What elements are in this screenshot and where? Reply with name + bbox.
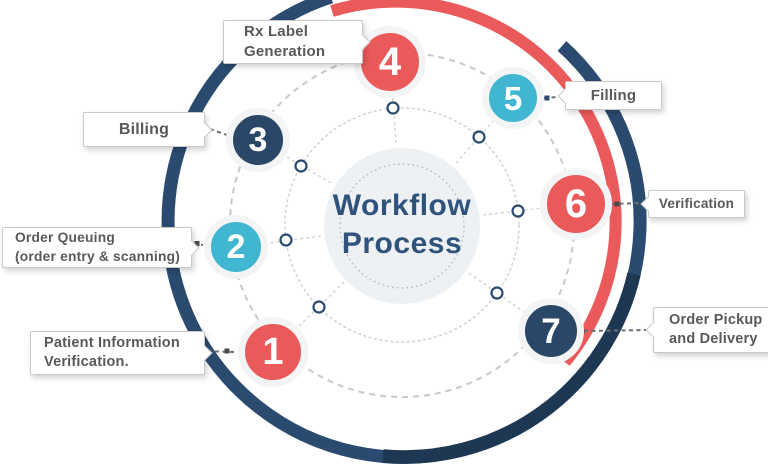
orbit-dot (386, 101, 400, 115)
label-line: and Delivery (669, 331, 758, 347)
connector-line (209, 128, 228, 136)
label-line: Patient Information (44, 334, 180, 351)
connector-line (583, 329, 647, 332)
title-line-1: Workflow (332, 189, 472, 222)
label-line: Order Queuing (15, 230, 115, 246)
orbit-dot (312, 300, 326, 314)
step-circle-2: 2 (204, 215, 268, 279)
orbit-dot (279, 233, 293, 247)
label-line: Generation (244, 43, 326, 60)
label-order-queuing: Order Queuing (order entry & scanning) (2, 227, 200, 268)
diagram-title: Workflow Process (302, 187, 502, 264)
connector-line (199, 350, 237, 353)
center-disc (324, 148, 480, 304)
label-rx-label-generation: Rx Label Generation (223, 20, 371, 64)
step-circle-6: 6 (540, 168, 612, 240)
orbit-dots (279, 101, 525, 314)
middle-dashed-orbit (284, 107, 520, 343)
step-number: 5 (503, 79, 523, 117)
label-line: Billing (118, 120, 170, 138)
label-line: Rx Label (244, 23, 309, 41)
label-line: Filling (590, 86, 637, 104)
step-number: 3 (248, 121, 268, 159)
label-line: Verification (658, 196, 735, 212)
orbit-dot (472, 130, 486, 144)
label-order-pickup-delivery: Order Pickup and Delivery (645, 307, 768, 353)
label-patient-information-verification: Patient Information Verification. (30, 331, 213, 375)
orbit-dot (294, 159, 308, 173)
connector-line (611, 202, 642, 205)
inner-dotted-circle (339, 163, 465, 289)
label-billing: Billing (83, 112, 213, 147)
step-circle-1: 1 (238, 317, 308, 387)
label-line: (order entry & scanning) (15, 248, 181, 264)
connector-square (194, 241, 200, 246)
connector-square (544, 95, 550, 101)
radial-line (468, 272, 525, 313)
step-number: 7 (541, 311, 561, 351)
step-circle-5: 5 (482, 67, 544, 129)
step-circle-7: 7 (518, 298, 584, 364)
orbit-dot (490, 286, 504, 300)
orbit-dot (511, 204, 525, 218)
step-number: 1 (262, 331, 284, 373)
label-verification: Verification (640, 190, 745, 218)
outer-navy-dark-arc (382, 272, 641, 464)
step-number: 6 (564, 182, 588, 226)
step-number: 2 (226, 228, 246, 266)
step-circle-3: 3 (226, 108, 290, 172)
title-line-2: Process (341, 227, 463, 261)
connector-square (614, 201, 620, 207)
step-number: 4 (378, 40, 402, 84)
connector-square (224, 348, 230, 354)
label-line: Verification. (44, 354, 129, 370)
label-line: Order Pickup (669, 311, 763, 328)
label-filling: Filling (557, 81, 662, 110)
